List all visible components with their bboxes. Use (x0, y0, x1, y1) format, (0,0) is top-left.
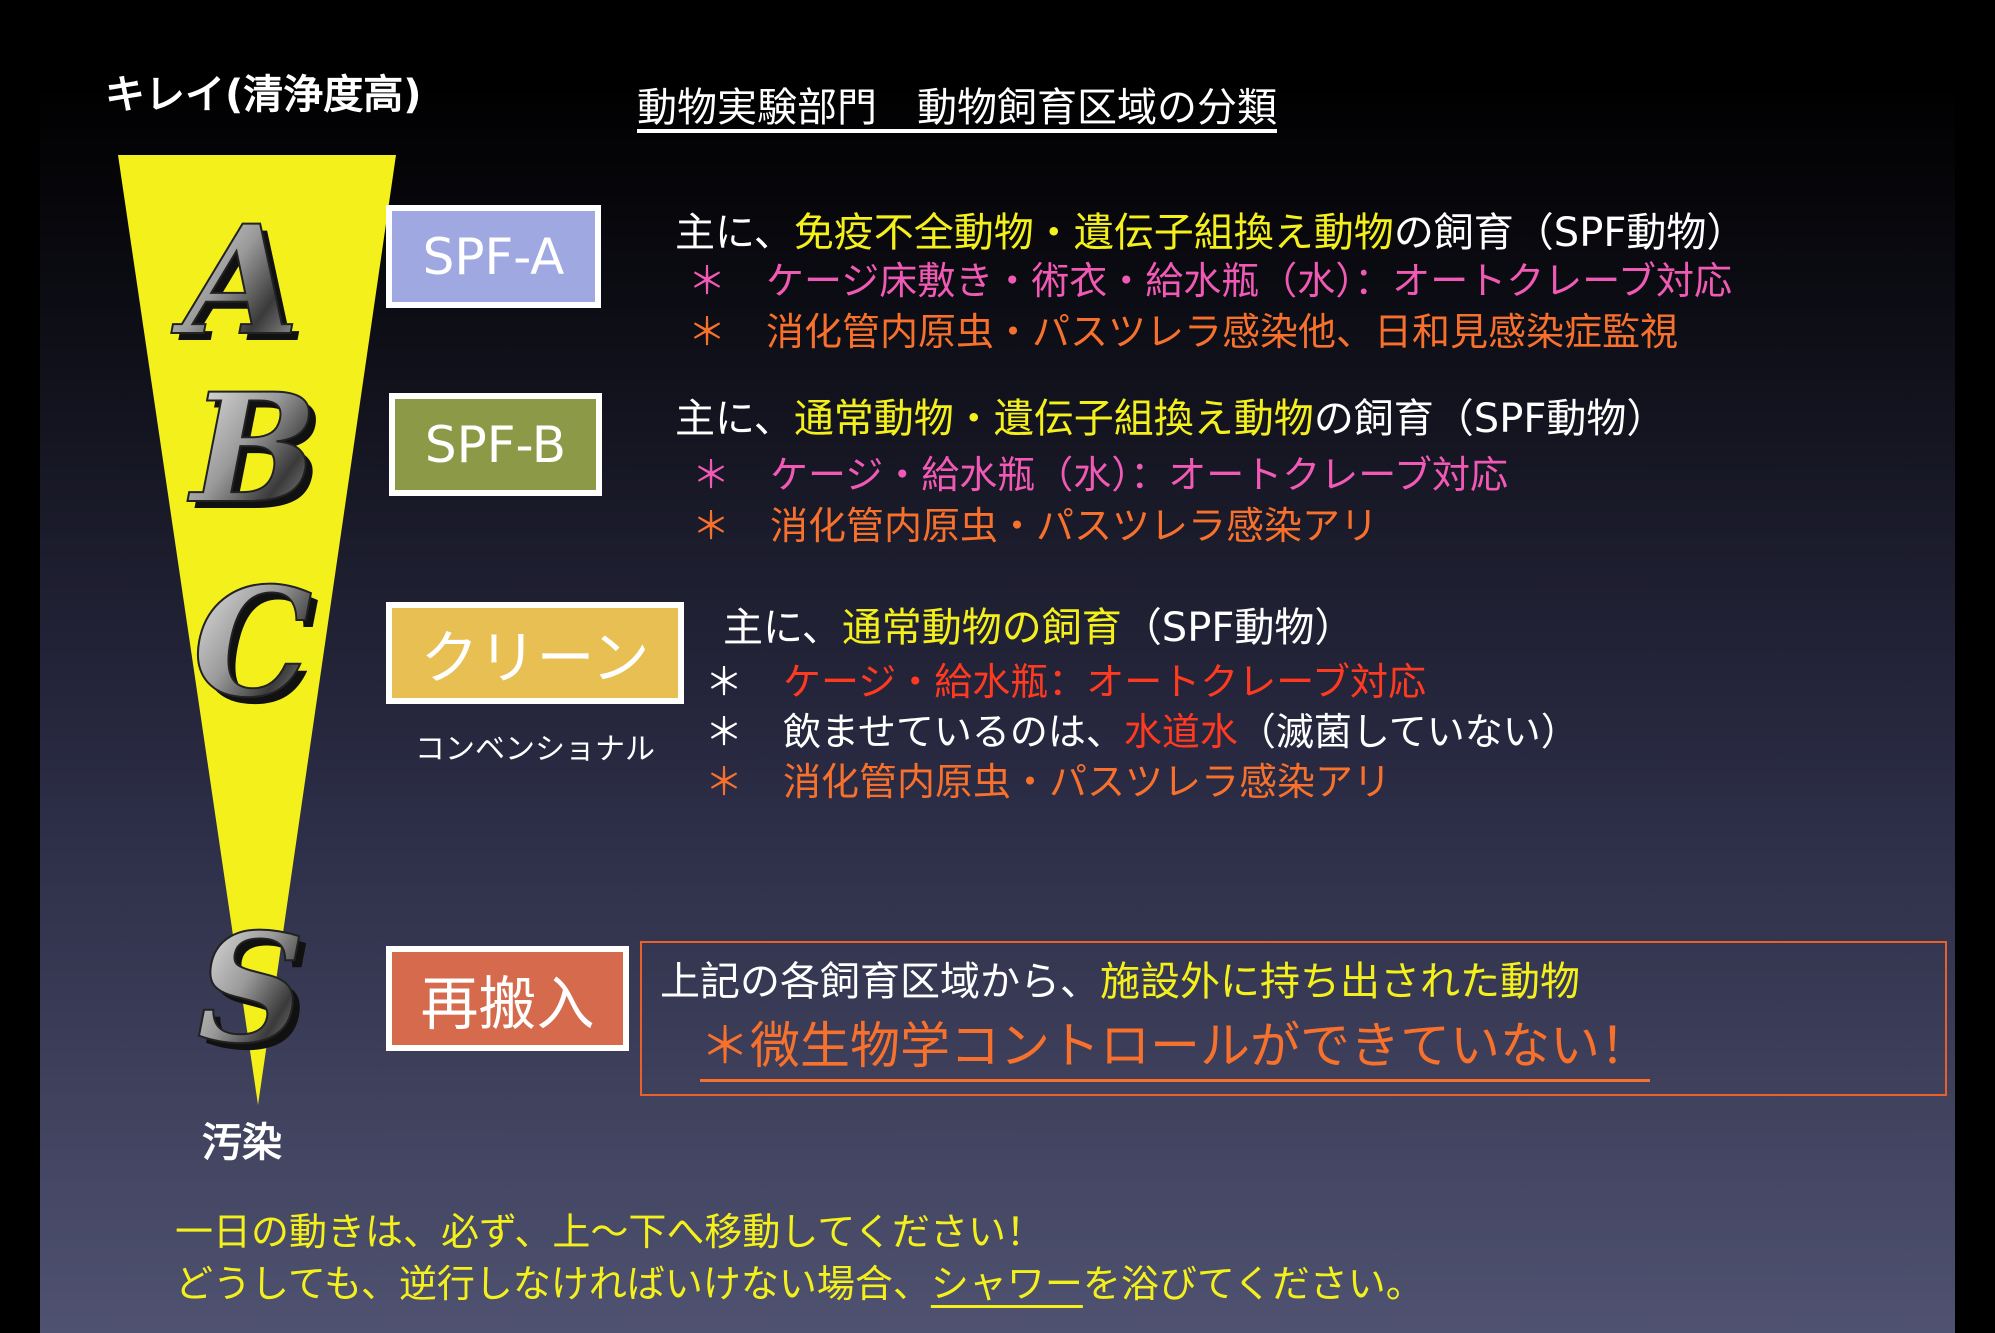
bullet: ＊ (705, 710, 744, 754)
section-s-frame (640, 941, 1947, 1096)
section-b-line2-text: 消化管内原虫・パスツレラ感染アリ (770, 504, 1379, 548)
spf-a-label: SPF-A (422, 227, 565, 286)
footer-line2-prefix: どうしても、逆行しなければいけない場合、 (175, 1262, 931, 1306)
funnel-letter-c-shadow: C (200, 562, 319, 738)
funnel-letter-a: A (171, 193, 299, 369)
section-b-line1: ＊ ケージ・給水瓶（水）：オートクレーブ対応 (692, 456, 1508, 494)
section-c-line2-prefix: 飲ませているのは、 (783, 710, 1124, 754)
section-b-line1-text: ケージ・給水瓶（水）：オートクレーブ対応 (770, 453, 1508, 497)
funnel-letter-b: B (187, 361, 318, 537)
bullet: ＊ (688, 259, 727, 303)
section-a-highlight: 免疫不全動物・遺伝子組換え動物 (793, 210, 1394, 256)
spf-b-label: SPF-B (424, 415, 567, 474)
section-s-warning: ＊微生物学コントロールができていない！ (700, 1021, 1650, 1082)
spf-a-box: SPF-A (386, 205, 601, 308)
bullet: ＊ (692, 453, 731, 497)
section-c-line1-text: ケージ・給水瓶：オートクレーブ対応 (783, 660, 1426, 704)
section-c-line3: ＊ 消化管内原虫・パスツレラ感染アリ (705, 763, 1391, 801)
funnel-letter-b-shadow: B (194, 368, 325, 544)
section-c-line2-suffix: （滅菌していない） (1237, 710, 1579, 754)
slide: A A B B C C S S キレイ(清浄度高) 汚染 動物実験部門 動物飼育… (40, 0, 1955, 1333)
spf-b-box: SPF-B (389, 393, 602, 496)
footer-line2-suffix: を浴びてください。 (1082, 1262, 1424, 1306)
bullet: ＊ (705, 760, 744, 804)
section-b-suffix: の飼育（SPF動物） (1313, 396, 1667, 442)
section-a-line2: ＊ 消化管内原虫・パスツレラ感染他、日和見感染症監視 (688, 313, 1678, 351)
funnel-letter-s-shadow: S (204, 908, 312, 1084)
clean-label: クリーン (420, 624, 650, 692)
section-b-highlight: 通常動物・遺伝子組換え動物 (793, 396, 1314, 442)
section-c-line2: ＊ 飲ませているのは、水道水（滅菌していない） (705, 713, 1579, 751)
section-s-main: 上記の各飼育区域から、施設外に持ち出された動物 (660, 962, 1580, 1002)
conventional-label: コンベンショナル (415, 732, 655, 767)
funnel-letter-c: C (193, 555, 312, 731)
section-a-line1: ＊ ケージ床敷き・術衣・給水瓶（水）：オートクレーブ対応 (688, 262, 1732, 300)
contaminated-label: 汚染 (202, 1120, 282, 1166)
section-b-prefix: 主に、 (675, 396, 794, 442)
section-c-main: 主に、通常動物の飼育（SPF動物） (723, 608, 1354, 648)
bullet: ＊ (688, 310, 727, 354)
bullet: ＊ (692, 504, 731, 548)
clean-level-label: キレイ(清浄度高) (105, 72, 422, 118)
cleanliness-funnel: A A B B C C S S (118, 155, 396, 1105)
section-a-suffix: の飼育（SPF動物） (1393, 210, 1747, 256)
footer-line2: どうしても、逆行しなければいけない場合、シャワーを浴びてください。 (175, 1265, 1424, 1303)
section-b-main: 主に、通常動物・遺伝子組換え動物の飼育（SPF動物） (675, 399, 1666, 439)
footer-line1: 一日の動きは、必ず、上〜下へ移動してください！ (175, 1210, 1045, 1254)
section-s-highlight: 施設外に持ち出された動物 (1100, 959, 1580, 1005)
page-title: 動物実験部門 動物飼育区域の分類 (637, 85, 1277, 131)
section-a-line2-text: 消化管内原虫・パスツレラ感染他、日和見感染症監視 (766, 310, 1679, 354)
section-a-line1-text: ケージ床敷き・術衣・給水瓶（水）：オートクレーブ対応 (766, 259, 1732, 303)
footer-shower-text: シャワー (930, 1262, 1083, 1306)
section-c-prefix: 主に、 (723, 605, 842, 651)
section-a-main: 主に、免疫不全動物・遺伝子組換え動物の飼育（SPF動物） (675, 213, 1746, 253)
clean-box: クリーン (386, 602, 684, 704)
funnel-letter-a-shadow: A (178, 200, 306, 376)
funnel-triangle (118, 155, 396, 1105)
bullet: ＊ (705, 660, 744, 704)
section-b-line2: ＊ 消化管内原虫・パスツレラ感染アリ (692, 507, 1378, 545)
section-c-line2-highlight: 水道水 (1123, 710, 1238, 754)
section-c-highlight: 通常動物の飼育 (841, 605, 1122, 651)
funnel-letter-s: S (197, 901, 305, 1077)
section-c-line3-text: 消化管内原虫・パスツレラ感染アリ (783, 760, 1392, 804)
section-c-line1: ＊ ケージ・給水瓶：オートクレーブ対応 (705, 663, 1426, 701)
section-c-suffix: （SPF動物） (1121, 605, 1355, 651)
section-s-prefix: 上記の各飼育区域から、 (660, 959, 1100, 1005)
section-a-prefix: 主に、 (675, 210, 794, 256)
reentry-label: 再搬入 (420, 969, 595, 1038)
reentry-box: 再搬入 (386, 946, 629, 1051)
